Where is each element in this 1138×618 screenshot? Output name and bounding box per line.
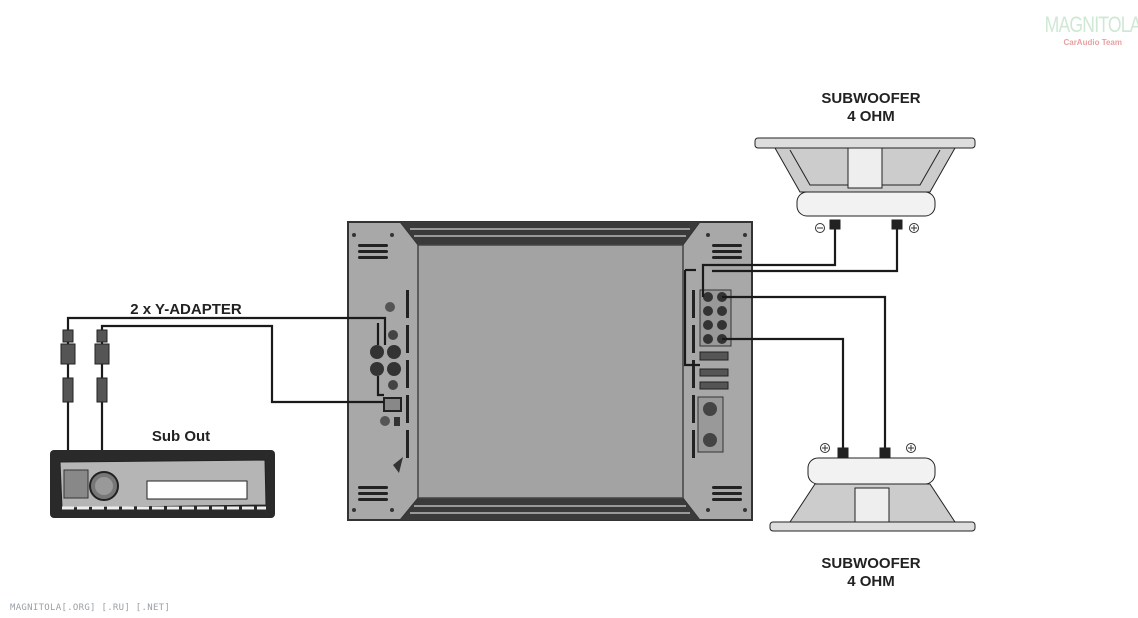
plus-polarity-icon xyxy=(906,443,916,453)
sub-out-label: Sub Out xyxy=(152,428,210,445)
rca-inputs[interactable] xyxy=(370,302,402,426)
wires xyxy=(66,225,899,452)
subwoofer-top xyxy=(754,137,976,233)
amplifier xyxy=(347,221,753,521)
subwoofer-bottom-ohm: 4 OHM xyxy=(847,573,895,590)
subwoofer-top-ohm: 4 OHM xyxy=(847,108,895,125)
subwoofer-bottom-label: SUBWOOFER xyxy=(821,555,920,572)
watermark: MAGNITOLA[.ORG] [.RU] [.NET] xyxy=(10,603,171,613)
y-adapter-label: 2 x Y-ADAPTER xyxy=(130,301,242,318)
speaker-terminals[interactable] xyxy=(697,289,732,453)
subwoofer-bottom xyxy=(769,443,976,532)
vent-slots xyxy=(358,244,742,501)
y-adapter-plugs xyxy=(60,329,110,403)
logo-subtitle: CarAudio Team xyxy=(1063,38,1122,47)
head-unit xyxy=(50,450,275,518)
minus-polarity-icon xyxy=(815,223,825,233)
subwoofer-top-label: SUBWOOFER xyxy=(821,90,920,107)
plus-polarity-icon xyxy=(820,443,830,453)
plus-polarity-icon xyxy=(909,223,919,233)
brand-logo-icon xyxy=(393,457,403,473)
